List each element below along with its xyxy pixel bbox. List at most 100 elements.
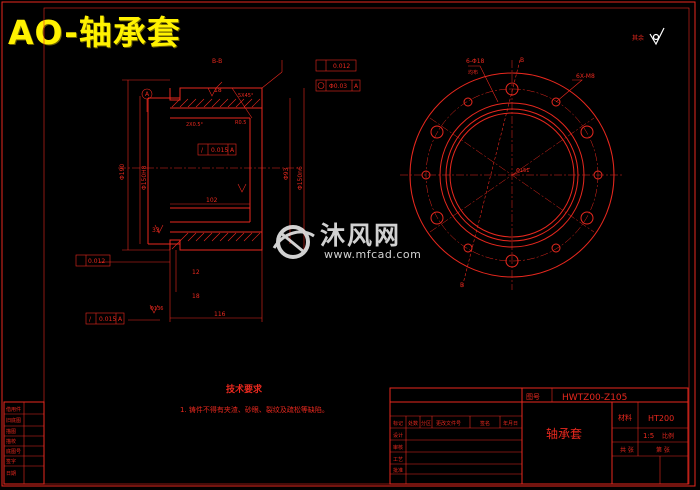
- bolt-hole: [580, 125, 594, 139]
- tapped-callout: 6X-M8: [576, 73, 595, 80]
- sheet-number: 第 张: [656, 446, 670, 454]
- bearing-outline: [169, 87, 263, 251]
- dim-flange-fit: Φ150n6: [297, 166, 304, 190]
- hatch-bottom: [171, 232, 261, 250]
- section-view: [100, 60, 305, 322]
- bolt-hole: [430, 211, 444, 225]
- tb-col-count: 处数: [408, 420, 418, 427]
- roughness-symbol-icon: [649, 27, 665, 46]
- gdt-bottom-value: 0.015: [99, 316, 116, 323]
- gdt-mid-value: 0.015: [211, 147, 228, 154]
- title-block: [389, 387, 689, 485]
- tb-col-date: 年月日: [503, 420, 518, 427]
- tech-req-item1: 1. 铸件不得有夹渣、砂眼、裂纹及疏松等缺陷。: [180, 405, 329, 414]
- gdt-top-round-value: Φ0.03: [329, 83, 347, 90]
- gdt-mid-symbol: /: [201, 147, 204, 154]
- tb-row-review: 审核: [393, 444, 403, 451]
- dim-thk-12: 12: [192, 269, 200, 276]
- drawing-no-label: 图号: [526, 393, 540, 401]
- tapped-hole: [551, 97, 561, 107]
- side-row-date: 日期: [6, 471, 16, 477]
- side-row-borrow: 借用件: [6, 406, 21, 413]
- dim-inner-dia: Φ150H8: [141, 165, 148, 190]
- tapped-hole: [593, 170, 603, 180]
- dim-length-116: 116: [214, 311, 226, 318]
- side-row-check: 描校: [6, 438, 16, 445]
- roughness-mark-bottom: [149, 304, 159, 314]
- dim-thk-33: 33: [152, 227, 160, 234]
- part-name: 轴承套: [546, 426, 582, 441]
- roughness-circle-icon: [652, 33, 660, 41]
- bolt-hole: [505, 82, 519, 96]
- pcd-leader: [511, 167, 531, 176]
- leader-top-right: [261, 71, 283, 89]
- side-row-old: 旧底图: [6, 417, 21, 424]
- bolt-hole: [580, 211, 594, 225]
- page-title: AO-轴承套: [8, 13, 181, 52]
- side-row-base: 底图号: [6, 448, 21, 455]
- tb-col-zone: 分区: [421, 420, 431, 427]
- side-row-sign: 签字: [6, 458, 16, 465]
- gdt-top-flat-frame: [315, 59, 357, 72]
- tapped-hole: [551, 243, 561, 253]
- tb-col-change: 更改文件号: [436, 420, 461, 427]
- section-mark-bottom: B: [460, 282, 464, 289]
- dim-bore-dia: Φ93: [283, 167, 290, 180]
- tapped-hole: [463, 97, 473, 107]
- gdt-bottom-ref: A: [118, 316, 123, 323]
- side-block: [3, 401, 45, 485]
- dim-chamfer-top: 5X45°: [238, 93, 254, 99]
- scale-value: 1:5: [643, 432, 654, 440]
- gdt-mid-ref: A: [230, 147, 235, 154]
- roughness-note: 其余: [632, 34, 644, 42]
- material-label: 材料: [618, 413, 632, 422]
- gdt-bottom-frame: [85, 312, 125, 325]
- dim-angle-18: 18: [214, 87, 222, 94]
- drawing-no: HWTZ00-Z105: [562, 393, 627, 403]
- pcd-label: Φ151: [516, 168, 529, 174]
- side-row-trace: 描图: [6, 428, 16, 435]
- gdt-bottom-symbol: /: [89, 316, 92, 323]
- tech-req-heading: 技术要求: [226, 383, 263, 395]
- watermark-url: www.mfcad.com: [324, 248, 422, 261]
- holes-note: 均布: [468, 69, 478, 76]
- gdt-left-value: 0.012: [88, 258, 105, 265]
- section-cut-line: [461, 59, 521, 289]
- gdt-mid-frame: [197, 143, 237, 156]
- leader-r05: [231, 87, 253, 119]
- tb-col-sign: 签名: [480, 420, 490, 427]
- gdt-left-frame: [75, 254, 111, 267]
- roughness-mark-mid: [237, 183, 247, 193]
- roughness-mark-top: [207, 81, 223, 97]
- dim-outer-dia: Φ190: [119, 164, 126, 180]
- tb-row-process: 工艺: [393, 457, 403, 463]
- hatch-top: [171, 98, 261, 108]
- tb-row-approve: 批准: [393, 467, 403, 474]
- dim-depth-102: 102: [206, 197, 218, 204]
- roughness-mark-left: [154, 224, 164, 234]
- dim-gap-18: 18: [192, 293, 200, 300]
- gdt-top-round-ref: A: [354, 83, 359, 90]
- tb-row-design: 设计: [393, 432, 403, 439]
- gdt-top-flat-value: 0.012: [333, 63, 350, 70]
- material-value: HT200: [648, 414, 674, 423]
- sheet-count: 共 张: [620, 446, 634, 454]
- scale-label: 比例: [662, 432, 674, 440]
- tapped-leader: [555, 79, 583, 103]
- tapped-hole: [463, 243, 473, 253]
- dim-dia-136: Φ136: [150, 306, 163, 312]
- dim-chamfer-in: 2X0.5°: [186, 122, 204, 128]
- section-label: B-B: [212, 58, 222, 65]
- gdt-frames: [75, 59, 361, 325]
- holes-callout: 6-Φ18: [466, 58, 485, 65]
- bolt-hole: [430, 125, 444, 139]
- holes-leader: [468, 65, 499, 103]
- bolt-hole: [505, 254, 519, 268]
- section-mark-top: B: [520, 57, 524, 64]
- watermark: 沐风网 www.mfcad.com: [270, 222, 421, 262]
- drawing-frame: [43, 7, 690, 485]
- mfcad-logo-icon: [272, 225, 315, 259]
- plan-view: [400, 59, 624, 290]
